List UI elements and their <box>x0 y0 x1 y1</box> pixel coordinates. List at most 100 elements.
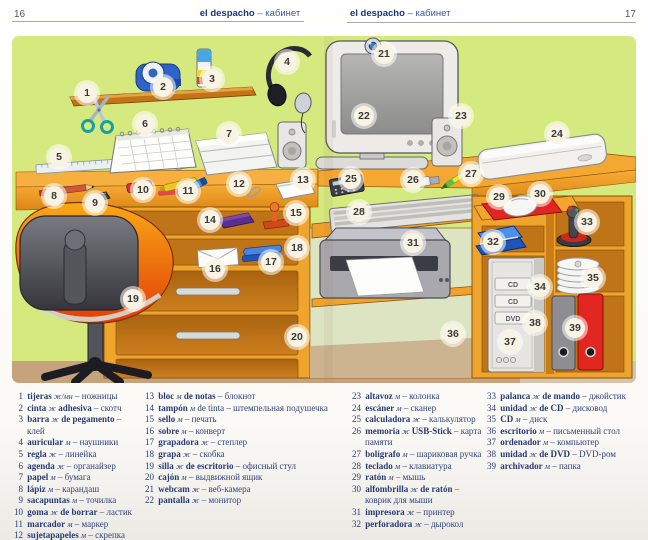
item-badge-13: 13 <box>293 170 313 190</box>
headphones <box>265 46 312 134</box>
vocab-entry-20: 20 cajón м – выдвижной ящик <box>145 472 263 483</box>
item-badge-36: 36 <box>443 324 463 344</box>
binders <box>551 293 604 371</box>
office-illustration: CD CD DVD <box>12 36 636 383</box>
item-badge-3: 3 <box>202 69 222 89</box>
cd-drive-label-2: CD <box>508 299 518 306</box>
vocab-entry-8: 8 lápiz м – карандаш <box>18 483 100 494</box>
vocab-entry-27: 27 bolígrafo м – шариковая ручка <box>352 448 482 459</box>
header-title-es: el despacho <box>199 8 255 19</box>
item-badge-38: 38 <box>525 313 545 333</box>
vocab-entry-14: 14 tampón м de tinta – штемпельная подуш… <box>145 402 328 413</box>
item-badge-15: 15 <box>286 203 306 223</box>
joystick <box>556 205 592 247</box>
vocab-entry-5: 5 regla ж – линейка <box>18 448 97 459</box>
item-badge-22: 22 <box>354 106 374 126</box>
vocab-entry-37: 37 ordenador м – компьютер <box>487 437 600 448</box>
item-badge-6: 6 <box>135 114 155 134</box>
item-badge-14: 14 <box>200 210 220 230</box>
vocab-entry-17: 17 grapadora ж – степлер <box>145 437 248 448</box>
item-badge-35: 35 <box>583 268 603 288</box>
header-title-ru: кабинет <box>265 8 301 19</box>
header-title-sep: – <box>407 8 413 19</box>
vocab-entry-9: 9 sacapuntas м – точилка <box>18 495 117 506</box>
vocab-entry-32: 32 perforadora ж – дырокол <box>352 518 464 529</box>
item-badge-21: 21 <box>374 44 394 64</box>
vocab-entry-28: 28 teclado м – клавиатура <box>352 460 452 471</box>
header-title-ru: кабинет <box>415 8 451 19</box>
item-badge-32: 32 <box>483 232 503 252</box>
item-badge-25: 25 <box>341 169 361 189</box>
item-badge-4: 4 <box>277 52 297 72</box>
speaker-left <box>277 121 307 169</box>
vocab-entry-30: 30 alfombrilla ж de ratón – коврик для м… <box>352 483 460 506</box>
vocab-entry-7: 7 papel м – бумага <box>18 472 91 483</box>
page-number-right: 17 <box>624 9 636 20</box>
vocab-entry-12: 12 sujetapapeles м – скрепка <box>14 530 126 540</box>
item-badge-29: 29 <box>489 187 509 207</box>
item-badge-1: 1 <box>77 83 97 103</box>
item-badge-12: 12 <box>229 174 249 194</box>
item-badge-33: 33 <box>577 212 597 232</box>
vocab-entry-22: 22 pantalla ж – монитор <box>145 495 242 506</box>
vocab-entry-1: 1 tijeras ж/мн – ножницы <box>18 391 118 401</box>
item-badge-34: 34 <box>530 277 550 297</box>
vocab-entry-16: 16 sobre м – конверт <box>145 425 226 436</box>
item-badge-31: 31 <box>403 233 423 253</box>
vocab-entry-2: 2 cinta ж adhesiva – скотч <box>18 402 122 413</box>
vocab-entry-24: 24 escáner м – сканер <box>352 402 437 413</box>
header-title-es: el despacho <box>350 8 405 19</box>
item-badge-39: 39 <box>565 318 585 338</box>
vocab-entry-35: 35 CD м – диск <box>487 414 548 425</box>
rubber-stamp <box>262 202 290 230</box>
vocab-entry-18: 18 grapa ж – скобка <box>145 448 225 459</box>
vocab-entry-19: 19 silla ж de escritorio – офисный стул <box>145 460 296 471</box>
speaker-right <box>431 117 463 167</box>
header-title-right: el despacho – кабинет <box>350 8 450 19</box>
item-badge-30: 30 <box>530 184 550 204</box>
vocab-entry-21: 21 webcam ж – веб-камера <box>145 483 251 494</box>
header-title-left: el despacho – кабинет <box>150 8 350 19</box>
vocab-entry-34: 34 unidad ж de CD – дисковод <box>487 402 608 413</box>
vocab-entry-23: 23 altavoz м – колонка <box>352 391 440 401</box>
item-badge-23: 23 <box>451 106 471 126</box>
vocab-entry-26: 26 memoria ж USB-Stick – карта памяти <box>352 425 482 448</box>
ink-pad <box>217 212 255 229</box>
vocab-entry-31: 31 impresora ж – принтер <box>352 506 455 517</box>
vocab-entry-13: 13 bloc м de notas – блокнот <box>145 391 256 401</box>
item-badge-17: 17 <box>261 252 281 272</box>
desk-calendar <box>109 126 197 174</box>
knee-space-floor <box>310 338 472 378</box>
page-gutter-shade <box>324 36 333 383</box>
vocab-entry-4: 4 auricular м – наушники <box>18 437 119 448</box>
item-badge-26: 26 <box>403 170 423 190</box>
vocab-entry-3: 3 barra ж de pegamento – клей <box>18 414 122 436</box>
header-title-sep: – <box>257 8 263 19</box>
item-badge-37: 37 <box>500 332 520 352</box>
item-badge-16: 16 <box>205 259 225 279</box>
item-badge-19: 19 <box>123 289 143 309</box>
vocab-entry-33: 33 palanca ж de mando – джойстик <box>487 391 626 401</box>
item-badge-27: 27 <box>461 164 481 184</box>
item-badge-11: 11 <box>178 181 198 201</box>
vocab-entry-38: 38 unidad ж de DVD – DVD-ром <box>487 448 617 459</box>
vocab-entry-25: 25 calculadora ж – калькулятор <box>352 414 476 425</box>
header-rule-right <box>347 22 636 23</box>
item-badge-7: 7 <box>219 124 239 144</box>
scissors <box>81 95 114 134</box>
item-badge-28: 28 <box>349 202 369 222</box>
header-rule-left <box>12 21 304 22</box>
item-badge-24: 24 <box>547 124 567 144</box>
item-badge-20: 20 <box>287 327 307 347</box>
office-chair <box>15 201 174 383</box>
item-badge-8: 8 <box>44 186 64 206</box>
vocab-entry-29: 29 ratón м – мышь <box>352 472 426 483</box>
vocab-entry-15: 15 sello м – печать <box>145 414 217 425</box>
scanner <box>477 133 607 180</box>
cd-drive-label-1: CD <box>508 282 518 289</box>
vocab-entry-11: 11 marcador м – маркер <box>14 518 109 529</box>
